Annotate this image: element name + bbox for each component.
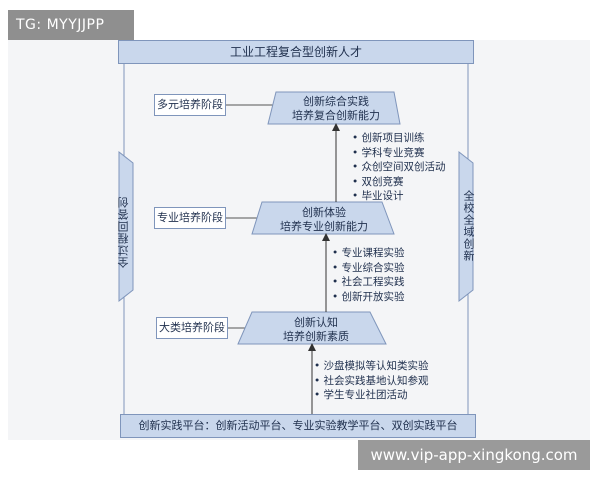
stage-2-subtitle: 培养专业创新能力: [280, 220, 368, 233]
list-item: 沙盘模拟等认知类实验: [314, 359, 429, 374]
stage-trapezoid-3: [237, 311, 387, 345]
list-item: 学科专业竞赛: [352, 146, 446, 161]
stage-1-activity-list: 创新项目训练 学科专业竞赛 众创空间双创活动 双创竞赛 毕业设计: [352, 131, 446, 204]
list-item: 创新开放实验: [332, 290, 405, 305]
stage-3-title: 创新认知: [294, 316, 338, 329]
list-item: 专业课程实验: [332, 246, 405, 261]
list-item: 双创竞赛: [352, 175, 446, 190]
list-item: 毕业设计: [352, 189, 446, 204]
stage-1-title: 创新综合实践: [303, 95, 369, 108]
list-item: 社会实践基地认知参观: [314, 374, 429, 389]
stage-label-general: 大类培养阶段: [156, 317, 228, 339]
left-side-panel: [118, 150, 134, 303]
right-side-label: 全校全域创新: [462, 190, 475, 262]
list-item: 专业综合实验: [332, 261, 405, 276]
stage-3-trapezoid-text: 创新认知 培养创新素质: [236, 316, 396, 344]
list-item: 社会工程实践: [332, 275, 405, 290]
stage-trapezoid-1: [267, 91, 401, 125]
stage-trapezoid-2: [251, 201, 395, 235]
stage-3-subtitle: 培养创新素质: [283, 330, 349, 343]
stage-label-diversified: 多元培养阶段: [154, 94, 226, 116]
stage-1-trapezoid-text: 创新综合实践 培养复合创新能力: [256, 95, 416, 123]
top-banner: 工业工程复合型创新人才: [118, 40, 474, 64]
watermark-label: TG: MYYJJPP: [8, 10, 134, 40]
list-item: 众创空间双创活动: [352, 160, 446, 175]
site-url-banner: www.vip-app-xingkong.com: [358, 440, 590, 470]
stage-1-subtitle: 培养复合创新能力: [292, 109, 380, 122]
stage-label-professional: 专业培养阶段: [154, 207, 226, 229]
stage-2-activity-list: 专业课程实验 专业综合实验 社会工程实践 创新开放实验: [332, 246, 405, 304]
left-side-label: 全过程回答创: [117, 196, 130, 268]
stage-3-activity-list: 沙盘模拟等认知类实验 社会实践基地认知参观 学生专业社团活动: [314, 359, 429, 403]
stage-2-trapezoid-text: 创新体验 培养专业创新能力: [244, 206, 404, 234]
bottom-banner: 创新实践平台：创新活动平台、专业实验教学平台、双创实践平台: [120, 414, 476, 438]
list-item: 学生专业社团活动: [314, 388, 429, 403]
stage-2-title: 创新体验: [302, 206, 346, 219]
right-side-panel: [458, 150, 474, 303]
list-item: 创新项目训练: [352, 131, 446, 146]
